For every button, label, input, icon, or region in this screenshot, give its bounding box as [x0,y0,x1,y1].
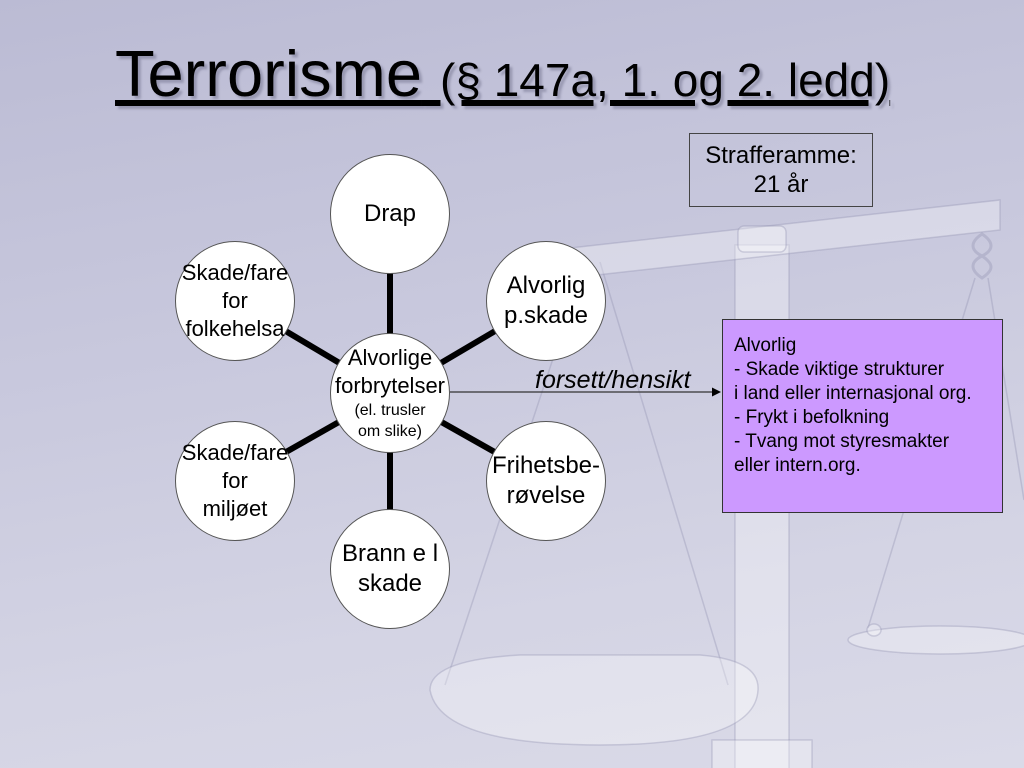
penalty-box: Strafferamme: 21 år [689,133,873,207]
watermark-right-pan-knob [866,623,882,637]
hub-note: (el. trusler [354,402,426,419]
slide-title-subtitle: (§ 147a, 1. og 2. ledd) [440,54,891,106]
node-label: røvelse [506,482,586,509]
slide-title-main: Terrorisme [115,37,422,110]
node-personskade: Alvorlig p.skade [486,241,606,361]
watermark-pole-cap [737,225,787,253]
watermark-base [711,739,813,768]
node-folkehelse: Skade/fare for folkehelsa [175,241,295,361]
node-miljo: Skade/fare for miljøet [175,421,295,541]
hub-label: forbrytelser [334,373,446,398]
node-frihetsberovelse: Frihetsbe- røvelse [486,421,606,541]
intent-arrow-label: forsett/hensikt [535,366,691,394]
watermark-right-pan [847,625,1024,655]
penalty-label: Strafferamme: [705,142,857,169]
node-label: p.skade [503,302,589,329]
hub-node: Alvorlige forbrytelser (el. trusler om s… [330,333,450,453]
slide-title: Terrorisme (§ 147a, 1. og 2. ledd) [115,38,890,116]
node-label: for [222,468,248,493]
hub-note: om slike) [357,423,422,440]
hub-label: Alvorlige [347,345,433,370]
watermark-hook [971,232,993,280]
criteria-box: Alvorlig - Skade viktige strukturer i la… [722,319,1003,513]
node-label: Skade/fare [181,440,289,465]
criteria-line: Alvorlig [734,335,797,356]
watermark-right-string [987,277,1024,501]
node-drap: Drap [330,154,450,274]
node-brann: Brann e l skade [330,509,450,629]
node-label: Skade/fare [181,260,289,285]
watermark-left-string [599,261,729,686]
intent-arrowhead [712,387,721,397]
node-label: Drap [363,200,417,227]
criteria-line: i land eller internasjonal org. [734,383,972,404]
node-label: skade [357,570,423,597]
criteria-line: - Tvang mot styresmakter [734,431,950,452]
node-label: Frihetsbe- [491,452,601,479]
criteria-line: - Skade viktige strukturer [734,359,945,380]
watermark-left-pan [429,654,759,746]
criteria-line: - Frykt i befolkning [734,407,890,428]
node-label: Brann e l [341,540,439,567]
node-label: Alvorlig [506,272,586,299]
node-label: for [222,288,248,313]
node-label: miljøet [202,496,268,521]
penalty-value: 21 år [753,171,809,198]
criteria-line: eller intern.org. [734,455,861,476]
node-label: folkehelsa [185,316,285,341]
